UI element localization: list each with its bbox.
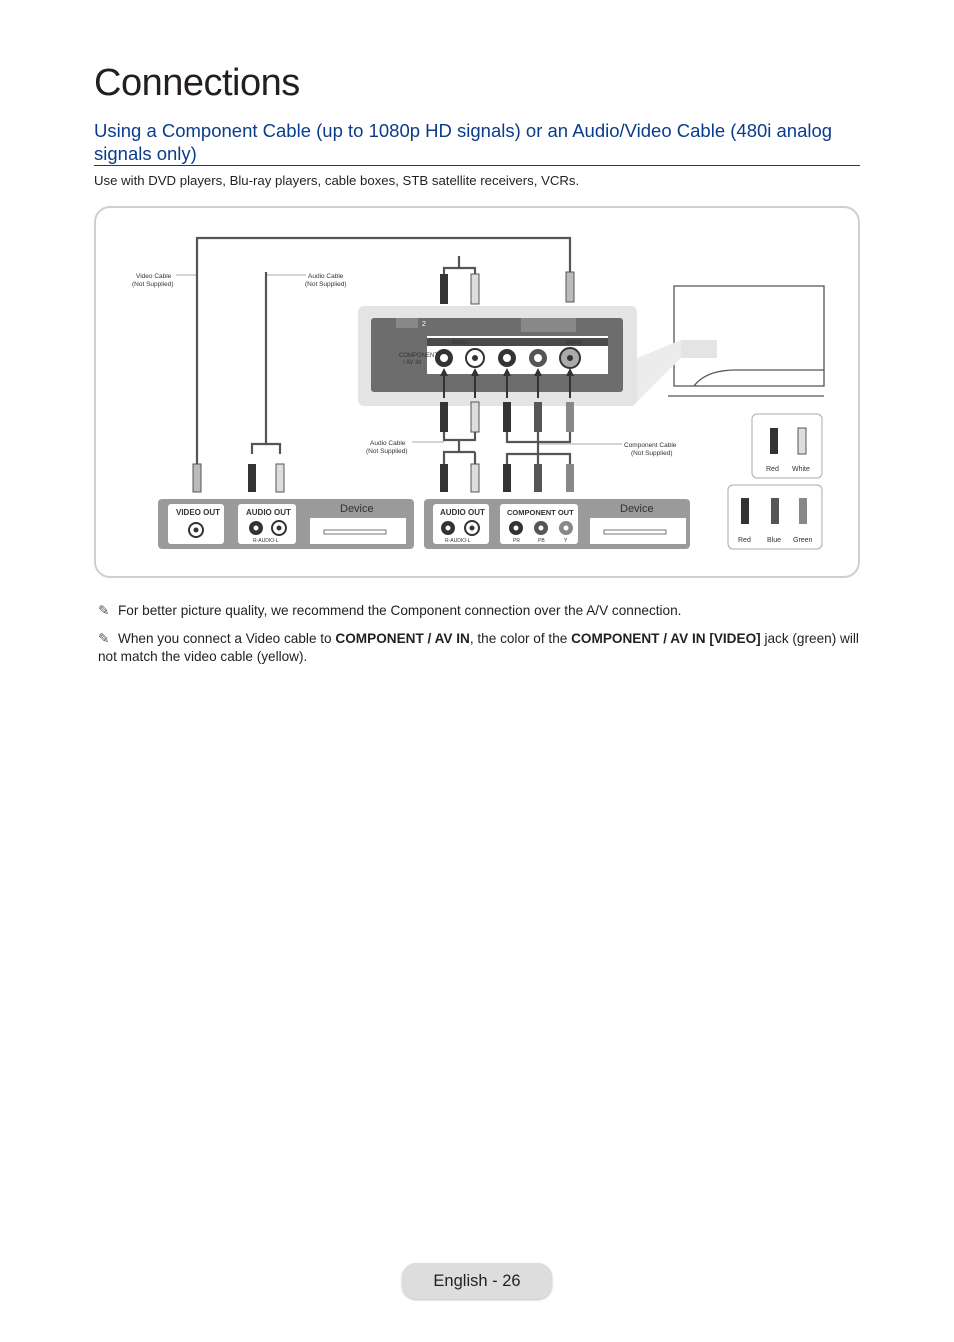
audio-cable-mid-label-1: Audio Cable xyxy=(370,440,406,447)
note-2-part-2: COMPONENT / AV IN xyxy=(335,631,470,646)
legend-blue: Blue xyxy=(767,537,781,544)
device-av: VIDEO OUT AUDIO OUT R-AUDIO-L Device xyxy=(158,499,414,549)
r-audio-l-label-2: R-AUDIO-L xyxy=(445,538,471,544)
tv-header-audio: AUDIO xyxy=(452,340,468,346)
component-out-label: COMPONENT OUT xyxy=(507,508,574,517)
tv-illustration xyxy=(637,285,825,402)
section-heading: Using a Component Cable (up to 1080p HD … xyxy=(94,119,860,166)
intro-text: Use with DVD players, Blu-ray players, c… xyxy=(94,173,580,188)
component-jack-y: Y xyxy=(564,538,568,544)
note-1-text: For better picture quality, we recommend… xyxy=(118,603,682,618)
component-cable-label-2: (Not Supplied) xyxy=(631,450,673,457)
note-1: ✎ For better picture quality, we recommen… xyxy=(98,602,868,620)
audio-cable-top-label-2: (Not Supplied) xyxy=(305,281,347,288)
legend-component: Red Blue Green xyxy=(727,484,823,550)
note-2-part-3: , the color of the xyxy=(469,631,572,646)
up-arrows xyxy=(440,368,574,376)
component-jack-pb: PB xyxy=(538,538,545,544)
tv-panel-label-1: COMPONENT xyxy=(399,353,438,359)
video-cable-label-2: (Not Supplied) xyxy=(132,281,174,288)
pencil-note-icon: ✎ xyxy=(98,603,110,618)
cable-lines xyxy=(195,236,572,464)
connection-diagram-svg: 2 COMPONENT / AV IN AUDIO VIDEO xyxy=(132,236,825,550)
audio-out-label-2: AUDIO OUT xyxy=(440,508,485,517)
legend-red-1: Red xyxy=(766,466,779,473)
legend-white: White xyxy=(792,466,810,473)
audio-cable-top-label-1: Audio Cable xyxy=(308,273,344,280)
page-footer: English - 26 xyxy=(402,1263,552,1299)
pencil-note-icon: ✎ xyxy=(98,631,110,646)
legend-green: Green xyxy=(793,537,813,544)
audio-cable-mid-label-2: (Not Supplied) xyxy=(366,448,408,455)
legend-audio: Red White xyxy=(751,413,823,479)
tv-header-video: VIDEO xyxy=(566,340,582,346)
tv-jacks xyxy=(435,347,581,369)
device-label-2: Device xyxy=(620,503,654,515)
connection-diagram: 2 COMPONENT / AV IN AUDIO VIDEO xyxy=(94,206,860,578)
r-audio-l-label-1: R-AUDIO-L xyxy=(253,538,279,544)
component-jack-pr: PR xyxy=(513,538,520,544)
video-out-label: VIDEO OUT xyxy=(176,508,220,517)
note-2-part-4: COMPONENT / AV IN [VIDEO] xyxy=(571,631,761,646)
note-2-part-1: When you connect a Video cable to xyxy=(118,631,336,646)
audio-out-label-1: AUDIO OUT xyxy=(246,508,291,517)
cable-plugs xyxy=(192,271,575,493)
note-2: ✎ When you connect a Video cable to COMPO… xyxy=(98,630,868,666)
device-label-1: Device xyxy=(340,503,374,515)
device-component: AUDIO OUT R-AUDIO-L COMPONENT OUT PR PB … xyxy=(424,499,690,549)
svg-text:2: 2 xyxy=(422,321,426,328)
tv-panel-label-2: / AV IN xyxy=(403,360,421,366)
legend-red-2: Red xyxy=(738,537,751,544)
note-2-part-5: jack (green) will not match the video ca… xyxy=(98,631,859,664)
arrow-stems xyxy=(443,376,571,398)
page-title: Connections xyxy=(94,62,300,104)
component-cable-label-1: Component Cable xyxy=(624,442,677,449)
video-cable-label-1: Video Cable xyxy=(136,273,172,280)
